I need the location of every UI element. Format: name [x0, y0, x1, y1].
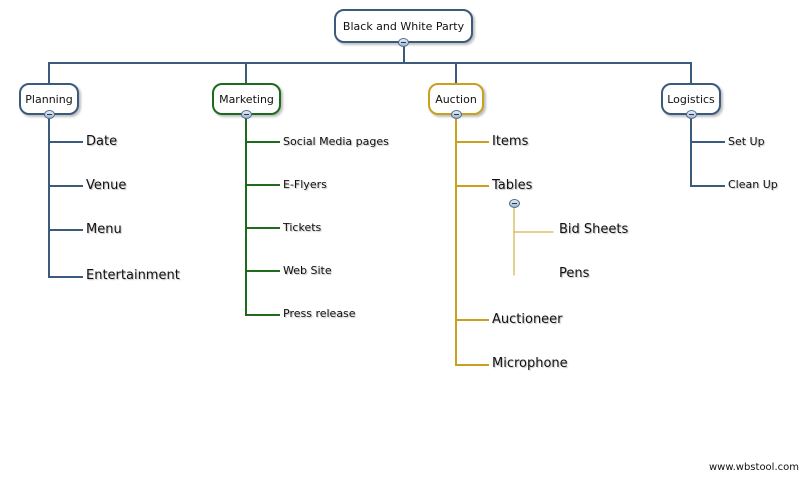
leaf-web-site[interactable]: Web Site	[283, 264, 332, 277]
leaf-tables[interactable]: Tables	[492, 178, 533, 193]
branch-label-planning: Planning	[25, 92, 73, 106]
leaf-microphone[interactable]: Microphone	[492, 356, 568, 371]
tables-collapse-icon[interactable]	[509, 199, 520, 208]
leaf-social-media-pages[interactable]: Social Media pages	[283, 135, 389, 148]
leaf-menu[interactable]: Menu	[86, 222, 122, 237]
leaf-venue[interactable]: Venue	[86, 178, 127, 193]
watermark-text: www.wbstool.com	[708, 462, 799, 473]
root-node-label: Black and White Party	[342, 19, 465, 33]
root-collapse-icon[interactable]	[398, 38, 409, 47]
leaf-pens[interactable]: Pens	[559, 266, 590, 281]
leaf-clean-up[interactable]: Clean Up	[728, 178, 778, 191]
branch-label-auction: Auction	[435, 92, 477, 106]
leaf-items[interactable]: Items	[492, 134, 529, 149]
leaf-tickets[interactable]: Tickets	[283, 221, 322, 234]
leaf-auctioneer[interactable]: Auctioneer	[492, 312, 563, 327]
branch-label-logistics: Logistics	[667, 92, 715, 106]
leaf-entertainment[interactable]: Entertainment	[86, 268, 180, 283]
leaf-set-up[interactable]: Set Up	[728, 135, 765, 148]
leaf-press-release[interactable]: Press release	[283, 307, 356, 320]
leaf-e-flyers[interactable]: E-Flyers	[283, 178, 327, 191]
auction-collapse-icon[interactable]	[451, 110, 462, 119]
branch-label-marketing: Marketing	[219, 92, 274, 106]
marketing-collapse-icon[interactable]	[241, 110, 252, 119]
planning-collapse-icon[interactable]	[44, 110, 55, 119]
logistics-collapse-icon[interactable]	[686, 110, 697, 119]
branch-node-logistics[interactable]: Logistics	[661, 83, 721, 115]
leaf-date[interactable]: Date	[86, 134, 118, 149]
leaf-bid-sheets[interactable]: Bid Sheets	[559, 222, 629, 237]
